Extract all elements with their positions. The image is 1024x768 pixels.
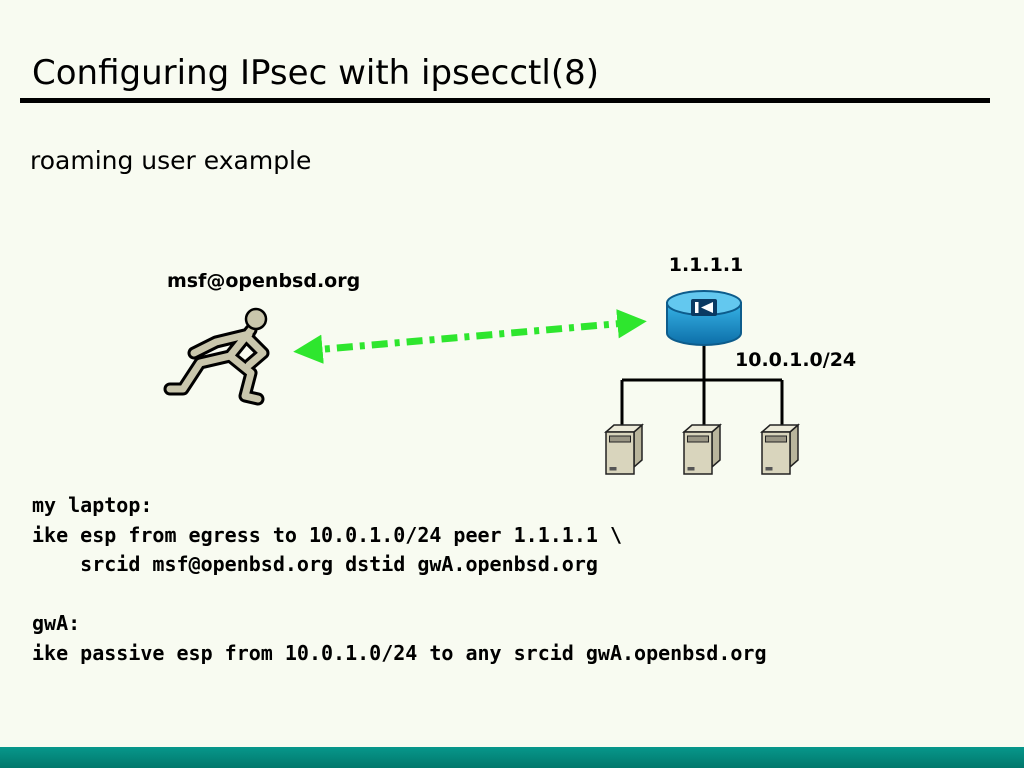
subnet-label: 10.0.1.0/24 — [735, 349, 857, 371]
config-code-block: my laptop: ike esp from egress to 10.0.1… — [32, 491, 767, 668]
config-line — [32, 580, 767, 610]
footer-bar — [0, 747, 1024, 768]
running-man-icon — [163, 307, 270, 406]
config-line: gwA: — [32, 611, 81, 635]
config-line: ike passive esp from 10.0.1.0/24 to any … — [32, 640, 767, 665]
subtitle: roaming user example — [30, 146, 312, 175]
config-line: ike esp from egress to 10.0.1.0/24 peer … — [32, 522, 623, 547]
server-icon — [682, 423, 722, 475]
lan-links — [620, 340, 784, 428]
config-line: srcid msf@openbsd.org dstid gwA.openbsd.… — [32, 552, 598, 576]
router-icon — [666, 290, 742, 346]
page-title: Configuring IPsec with ipsecctl(8) — [32, 53, 599, 93]
config-line: my laptop: — [32, 493, 153, 517]
laptop-identity-label: msf@openbsd.org — [167, 270, 361, 292]
vpn-arrow — [293, 309, 647, 364]
router-glyph-icon — [691, 299, 717, 316]
title-rule — [20, 98, 990, 103]
router-ip-label: 1.1.1.1 — [668, 254, 744, 276]
server-icon — [604, 423, 644, 475]
server-icon — [760, 423, 800, 475]
